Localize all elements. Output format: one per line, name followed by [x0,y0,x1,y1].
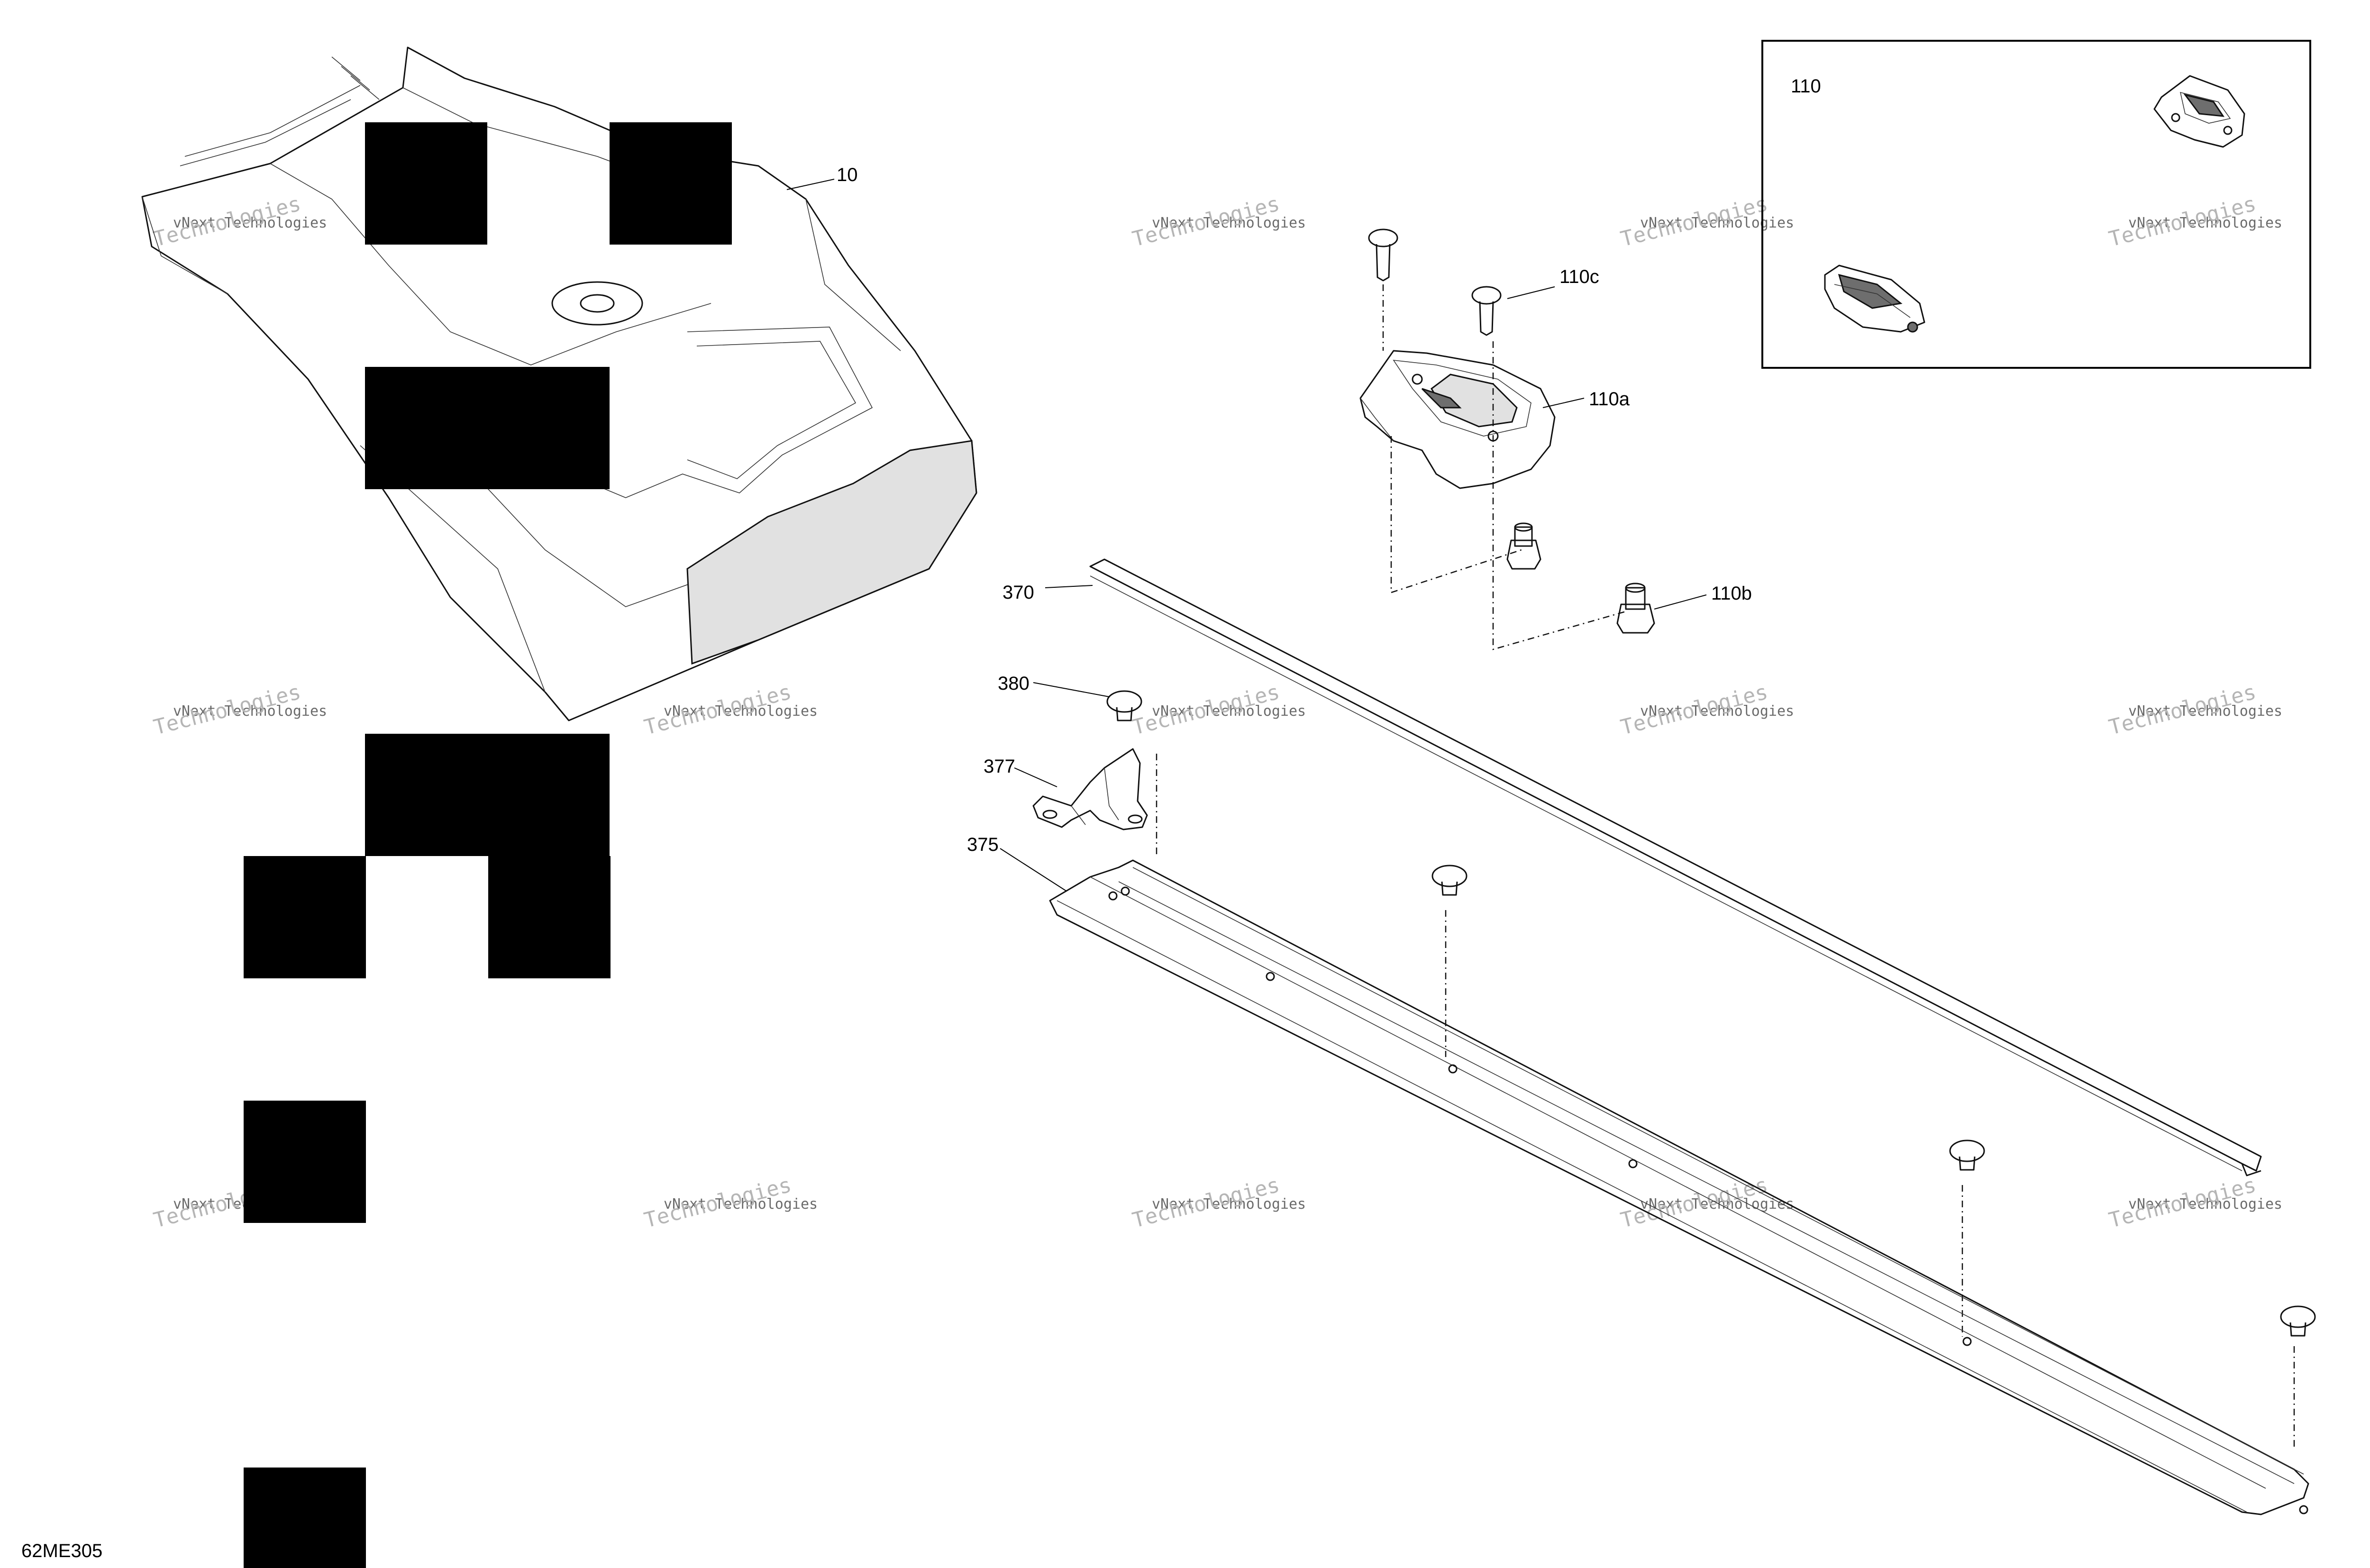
screw [1949,1140,1985,1171]
part-110c-screws [1368,228,1502,336]
svg-text:vNext Technologies: vNext Technologies [2128,1196,2282,1212]
watermark: vNext Technologies Technologies [1618,191,1794,251]
callout-380: 380 [998,673,1030,694]
redaction-block [365,367,610,489]
inset-box-110 [1761,40,2311,369]
rail-screws [1431,865,2316,1337]
screw [1431,865,1468,896]
callout-377: 377 [984,756,1015,777]
watermark: vNext Technologies Technologies [151,680,327,739]
watermark: vNext Technologies Technologies [1130,680,1306,739]
redaction-layer [244,122,732,1568]
svg-text:vNext Technologies: vNext Technologies [2128,703,2282,720]
diagram-id: 62ME305 [21,1541,102,1561]
svg-text:vNext Technologies: vNext Technologies [1640,1196,1794,1212]
watermark: vNext Technologies Technologies [151,191,327,251]
svg-text:vNext Technologies: vNext Technologies [2128,215,2282,231]
nut [1616,583,1655,634]
callout-10: 10 [837,164,858,185]
callout-110a: 110a [1589,389,1630,410]
redaction-block [365,734,610,856]
svg-text:vNext Technologies: vNext Technologies [664,703,818,720]
part-370-trim-strip [1089,558,2262,1176]
callout-375: 375 [967,834,999,855]
part-375-rail [1049,859,2309,1515]
watermark: vNext Technologies Technologies [2106,1173,2282,1232]
svg-text:vNext Technologies: vNext Technologies [173,703,327,720]
svg-text:vNext Technologies: vNext Technologies [173,215,327,231]
watermark: vNext Technologies Technologies [642,1173,818,1232]
svg-text:vNext Technologies: vNext Technologies [1640,215,1794,231]
inset-handle-top [2153,75,2245,148]
leader-lines [1000,286,1707,892]
callout-370: 370 [1003,582,1034,603]
callout-110c: 110c [1559,266,1599,287]
redaction-block [610,122,732,245]
nut [1506,522,1541,570]
screw [1471,286,1502,336]
watermark-layer: vNext Technologies Technologies vNext Te… [151,191,2282,1232]
screw [1368,228,1398,282]
svg-text:vNext Technologies: vNext Technologies [1640,703,1794,720]
part-110a-handle [1359,350,1556,489]
callout-labels: 10 110 110c 110a 110b 370 380 377 375 62… [21,76,1821,1561]
redaction-block [244,1468,366,1568]
part-10-body-panel [141,46,977,721]
redaction-block [244,1101,366,1223]
watermark: vNext Technologies Technologies [1130,191,1306,251]
callout-110b: 110b [1711,583,1752,604]
redaction-block [244,856,366,978]
watermark: vNext Technologies Technologies [1130,1173,1306,1232]
redaction-block [488,856,611,978]
watermark: vNext Technologies Technologies [642,680,818,739]
svg-text:vNext Technologies: vNext Technologies [1152,1196,1306,1212]
watermark: vNext Technologies Technologies [2106,191,2282,251]
svg-text:vNext Technologies: vNext Technologies [1152,215,1306,231]
part-110b-nuts [1506,522,1655,634]
inset-handle-bottom [1824,264,1925,333]
part-380-rivet [1106,690,1142,721]
assembly-dash-lines [1156,284,2295,1450]
watermark: vNext Technologies Technologies [2106,680,2282,739]
screw [2280,1305,2316,1337]
watermark: vNext Technologies Technologies [1618,680,1794,739]
svg-text:vNext Technologies: vNext Technologies [1152,703,1306,720]
part-377-clamp [1032,748,1148,830]
callout-110: 110 [1791,76,1821,97]
svg-text:vNext Technologies: vNext Technologies [664,1196,818,1212]
redaction-block [365,122,487,245]
